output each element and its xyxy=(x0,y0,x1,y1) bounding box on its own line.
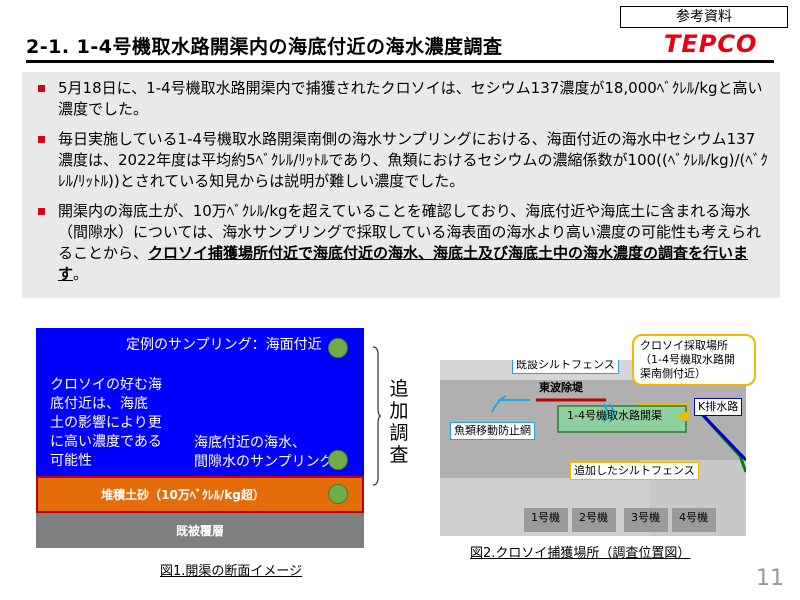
map-graphic xyxy=(440,360,746,536)
bullet-marker-icon xyxy=(38,208,45,215)
figure-1-caption: 図1.開渠の断面イメージ xyxy=(160,564,303,579)
bracket-icon xyxy=(372,346,382,486)
added-silt-fence-label: 追加したシルトフェンス xyxy=(570,462,699,480)
unit-1-label: 1号機 xyxy=(531,511,560,524)
seawater-layer: 定例のサンプリング：海面付近 クロソイの好む海 底付近は、海底 土の影響により更… xyxy=(36,328,364,476)
cross-section-figure: 定例のサンプリング：海面付近 クロソイの好む海 底付近は、海底 土の影響により更… xyxy=(36,328,364,550)
sediment-layer: 堆積土砂（10万ﾍﾞｸﾚﾙ/kg超） xyxy=(36,476,364,513)
figure-2-caption: 図2.クロソイ捕獲場所（調査位置図） xyxy=(470,546,691,561)
fish-note-line-3: 土の影響により更 xyxy=(50,415,162,431)
existing-silt-fence-label: 既設シルトフェンス xyxy=(512,360,619,374)
bullet-3-text: 開渠内の海底土が、10万ﾍﾞｸﾚﾙ/kgを超えていることを確認しており、海底付近… xyxy=(58,202,762,262)
unit-4-label: 4号機 xyxy=(679,511,708,524)
bullet-1: 5月18日に、1-4号機取水路開渠内で捕獲されたクロソイは、セシウム137濃度が… xyxy=(32,78,770,120)
page-number: 11 xyxy=(756,566,784,591)
surface-sampling-point-icon xyxy=(328,338,348,358)
unit-2-label: 2号機 xyxy=(579,511,608,524)
bullet-1-text: 5月18日に、1-4号機取水路開渠内で捕獲されたクロソイは、セシウム137濃度が… xyxy=(58,79,763,118)
bullet-marker-icon xyxy=(38,85,45,92)
intake-channel-label: 1-4号機取水路開渠 xyxy=(567,409,662,422)
bullet-2-text: 毎日実施している1-4号機取水路開渠南側の海水サンプリングにおける、海面付近の海… xyxy=(58,130,768,190)
sediment-sampling-point-icon xyxy=(328,484,348,504)
bullet-3-emphasis: クロソイ捕獲場所付近で海底付近の海水、海底土及び海底土中の海水濃度の調査を行いま… xyxy=(58,244,749,283)
title-divider xyxy=(26,60,774,63)
bullet-3: 開渠内の海底土が、10万ﾍﾞｸﾚﾙ/kgを超えていることを確認しており、海底付近… xyxy=(32,201,770,285)
bottom-water-sampling-point-icon xyxy=(328,450,348,470)
fish-note-line-1: クロソイの好む海 xyxy=(50,377,162,393)
bottom-sampling-line-2: 間隙水のサンプリング xyxy=(194,454,334,470)
bottom-sampling-line-1: 海底付近の海水、 xyxy=(194,435,306,451)
fish-note-line-4: に高い濃度である xyxy=(50,434,162,450)
covering-layer-label: 既被覆層 xyxy=(175,524,224,538)
reference-label: 参考資料 xyxy=(620,6,788,28)
additional-survey-label: 追 加 調 査 xyxy=(389,378,409,466)
tepco-logo: TEPCO xyxy=(664,30,758,58)
bullet-2: 毎日実施している1-4号機取水路開渠南側の海水サンプリングにおける、海面付近の海… xyxy=(32,129,770,192)
surface-sampling-label: 定例のサンプリング：海面付近 xyxy=(126,337,322,353)
sediment-label: 堆積土砂（10万ﾍﾞｸﾚﾙ/kg超） xyxy=(101,488,265,502)
fish-net-label: 魚類移動防止網 xyxy=(450,422,535,440)
covering-layer: 既被覆層 xyxy=(36,513,364,548)
fish-note-line-5: 可能性 xyxy=(50,453,92,469)
unit-3-label: 3号機 xyxy=(631,511,660,524)
k-drain-label: K排水路 xyxy=(694,398,743,416)
fish-note-line-2: 底付近は、海底 xyxy=(50,396,148,412)
summary-box: 5月18日に、1-4号機取水路開渠内で捕獲されたクロソイは、セシウム137濃度が… xyxy=(22,72,780,298)
survey-location-map: 既設シルトフェンス 東波除堤 1-4号機取水路開渠 魚類移動防止網 K排水路 追… xyxy=(440,360,746,536)
page-title: 2-1. 1-4号機取水路開渠内の海底付近の海水濃度調査 xyxy=(26,36,503,58)
bullet-3-end: 。 xyxy=(73,265,89,283)
capture-location-callout: クロソイ採取場所 （1-4号機取水路開 渠南側付近） xyxy=(632,334,756,386)
bullet-marker-icon xyxy=(38,136,45,143)
east-breakwater-label: 東波除堤 xyxy=(539,381,583,394)
